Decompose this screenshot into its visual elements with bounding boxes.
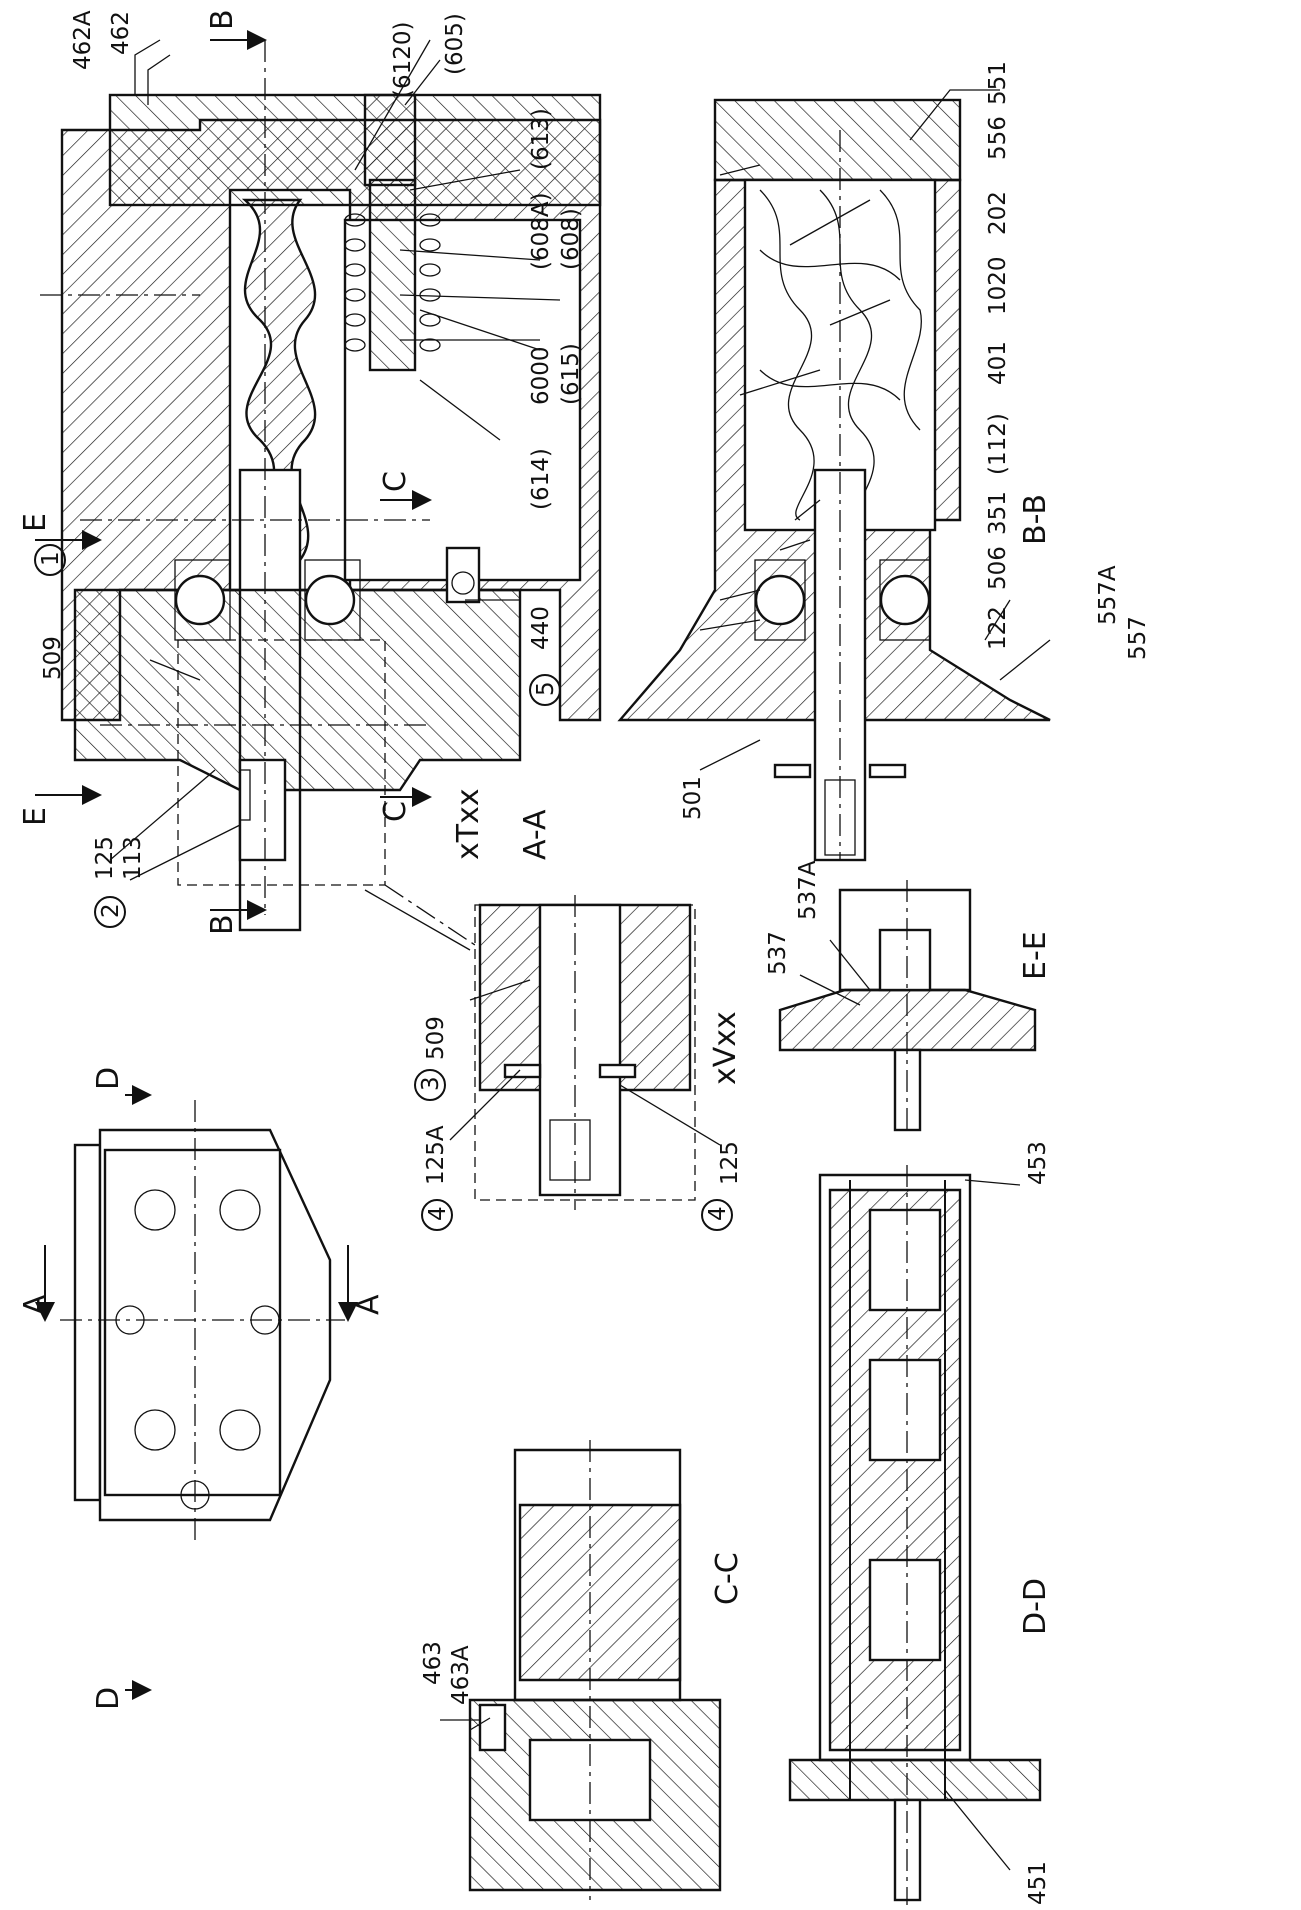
- callout-125a: 125A: [423, 1125, 449, 1185]
- section-mark-a-left: A: [18, 1294, 53, 1315]
- callout-506: 506: [985, 546, 1011, 590]
- callout-557: 557: [1125, 616, 1151, 660]
- circled-4b: [701, 1199, 733, 1231]
- circled-3: [414, 1069, 446, 1101]
- callout-537: 537: [765, 931, 791, 975]
- callout-509-aa: 509: [40, 636, 66, 680]
- callout-125-aa: 125: [92, 836, 118, 880]
- section-bb-view: [617, 89, 1051, 862]
- callout-453: 453: [1025, 1141, 1051, 1185]
- callout-462: 462: [108, 11, 134, 55]
- circled-5: [529, 674, 561, 706]
- callout-6120: (6120): [390, 22, 416, 98]
- section-ee-labels: 537 537A E-E: [765, 860, 1053, 980]
- circled-1-text: 1: [38, 551, 64, 566]
- view-sub-aa: xTxx: [451, 788, 486, 860]
- callout-501: 501: [680, 776, 706, 820]
- callout-451: 451: [1025, 1861, 1051, 1905]
- callout-557a: 557A: [1095, 565, 1121, 625]
- section-aa-view: [35, 30, 602, 951]
- circled-1: [34, 544, 66, 576]
- section-mark-d-bottom: D: [91, 1687, 126, 1710]
- callout-440: 440: [528, 606, 554, 650]
- callout-463a: 463A: [448, 1645, 474, 1705]
- circled-2-text: 2: [98, 903, 124, 918]
- section-bb-labels: 551 556 202 1020 401 (112) 351 506 122 5…: [680, 61, 1151, 820]
- circled-3-text: 3: [418, 1076, 444, 1091]
- view-title-cc: C-C: [710, 1552, 745, 1605]
- circled-2: [94, 896, 126, 928]
- callout-614: (614): [528, 448, 554, 510]
- callout-462a: 462A: [70, 10, 96, 70]
- callout-112: (112): [985, 413, 1011, 475]
- callout-463: 463: [420, 1641, 446, 1685]
- section-dd-view: [788, 1165, 1042, 1905]
- callout-351: 351: [985, 491, 1011, 535]
- section-mark-e-top: E: [18, 513, 53, 532]
- circled-4a: [421, 1199, 453, 1231]
- section-mark-c-top: C: [378, 471, 413, 492]
- callout-613: (613): [528, 108, 554, 170]
- section-mark-d-top: D: [91, 1067, 126, 1090]
- callout-125-detail: 125: [717, 1141, 743, 1185]
- callout-122: 122: [985, 606, 1011, 650]
- callout-202: 202: [985, 191, 1011, 235]
- section-cc-labels: 463 463A C-C: [420, 1552, 745, 1705]
- callout-608: (608): [558, 208, 584, 270]
- callout-537a: 537A: [795, 860, 821, 920]
- view-sub-detail: xVxx: [708, 1011, 743, 1085]
- section-mark-c-bottom: C: [378, 801, 413, 822]
- callout-556: 556: [985, 116, 1011, 160]
- detail-xvxx-labels: 509 125A 125 xVxx 3 4 4: [414, 1011, 743, 1231]
- callout-401: 401: [985, 341, 1011, 385]
- view-title-aa: A-A: [518, 809, 553, 860]
- view-title-bb: B-B: [1018, 494, 1053, 545]
- callout-551: 551: [985, 61, 1011, 105]
- callout-605: (605): [442, 13, 468, 75]
- detail-xvxx-view: [384, 884, 721, 1210]
- section-ee-view: [778, 880, 1037, 1135]
- callout-113: 113: [120, 836, 146, 880]
- callout-608a: (608A): [528, 192, 554, 270]
- section-mark-b-top: B: [205, 9, 240, 30]
- circled-4a-text: 4: [425, 1206, 451, 1221]
- callout-6000: 6000: [528, 346, 554, 405]
- callout-615: (615): [558, 343, 584, 405]
- front-view: [35, 1085, 358, 1700]
- view-title-dd: D-D: [1018, 1578, 1053, 1635]
- callout-1020: 1020: [985, 256, 1011, 315]
- view-title-ee: E-E: [1018, 931, 1053, 980]
- section-mark-a-right: A: [351, 1294, 386, 1315]
- section-dd-labels: 453 451 D-D: [1018, 1141, 1053, 1905]
- circled-4b-text: 4: [705, 1206, 731, 1221]
- section-mark-b-bottom: B: [205, 914, 240, 935]
- circled-5-text: 5: [533, 681, 559, 696]
- front-view-labels: A A D D: [18, 1067, 386, 1710]
- section-cc-view: [440, 1440, 722, 1900]
- section-mark-e-bottom: E: [18, 807, 53, 826]
- section-aa-labels: B B E E C C 462A 462 (6120) (605) (613) …: [18, 9, 584, 935]
- callout-509-detail: 509: [423, 1016, 449, 1060]
